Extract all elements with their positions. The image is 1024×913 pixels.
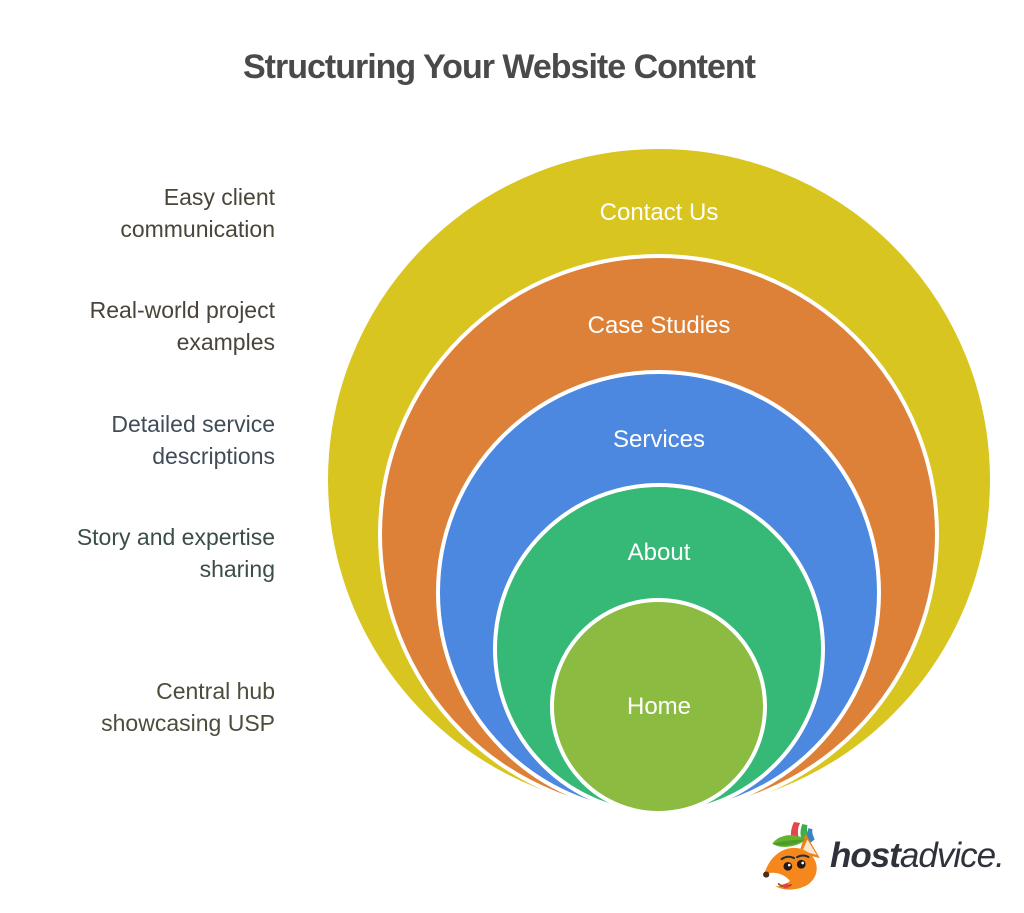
ring-label-contact-us: Contact Us	[599, 199, 719, 226]
hostadvice-logo: hostadvice.	[760, 818, 1005, 894]
ring-label-case-studies: Case Studies	[587, 312, 731, 339]
fox-mascot-icon	[763, 821, 820, 890]
ring-label-services: Services	[612, 426, 706, 453]
hostadvice-wordmark: hostadvice.	[830, 836, 1005, 876]
benefit-label-services: Detailed service descriptions	[111, 411, 275, 469]
ring-label-home: Home	[626, 693, 692, 720]
wordmark-host: host	[830, 836, 901, 875]
benefit-label-case-studies: Real-world project examples	[89, 297, 275, 355]
benefit-label-contact-us: Easy client communication	[120, 184, 275, 242]
wordmark-advice: advice.	[899, 836, 1005, 875]
benefit-label-home: Central hub showcasing USP	[101, 678, 275, 736]
ring-label-about: About	[627, 539, 691, 566]
benefit-label-about: Story and expertise sharing	[76, 524, 275, 582]
ring-home	[550, 598, 767, 815]
page-title: Structuring Your Website Content	[242, 48, 756, 86]
